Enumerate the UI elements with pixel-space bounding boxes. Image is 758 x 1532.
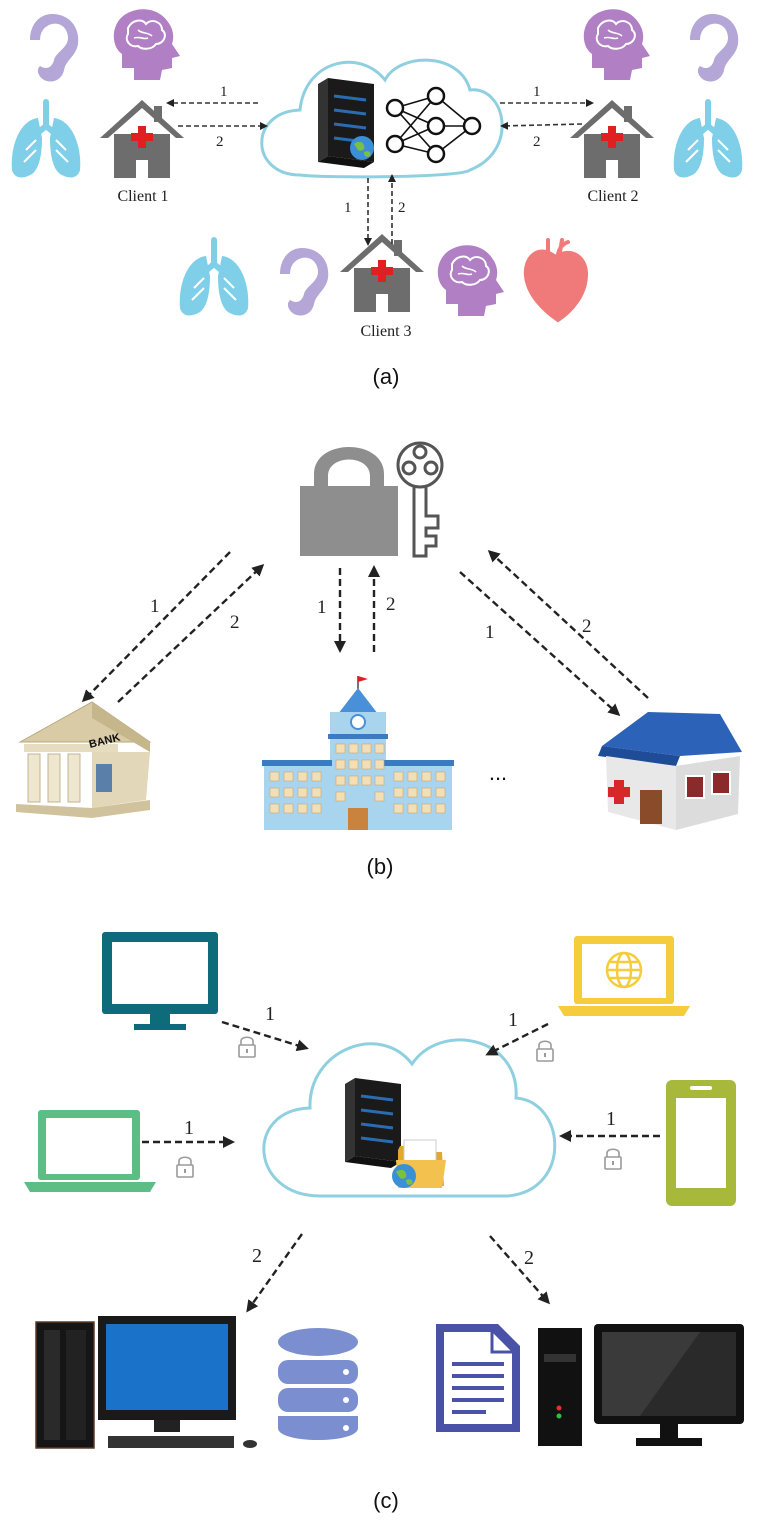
arrow-label: 2 xyxy=(398,200,406,216)
lock-icon xyxy=(604,1148,622,1170)
clinic-building-icon xyxy=(598,712,742,830)
arrow-label: 1 xyxy=(184,1117,194,1139)
globe-icon xyxy=(350,136,374,160)
ellipsis: ... xyxy=(489,760,507,785)
brain-icon xyxy=(112,8,181,81)
desktop-monitor-icon xyxy=(102,932,218,1030)
cloud-server-a xyxy=(260,58,504,179)
lung-icon xyxy=(180,240,249,315)
arrow-label: 1 xyxy=(317,597,327,618)
smartphone-icon xyxy=(666,1080,736,1206)
server-icon xyxy=(343,1076,403,1170)
ear-icon xyxy=(688,12,741,84)
hospital-house-icon xyxy=(340,234,424,312)
arrow-label: 1 xyxy=(508,1009,518,1031)
arrow-label: 1 xyxy=(220,84,228,100)
tower-pc-icon xyxy=(538,1328,582,1446)
arrow-label: 2 xyxy=(524,1247,534,1269)
client2-label: Client 2 xyxy=(587,188,638,205)
caption-a: (a) xyxy=(373,364,400,389)
hospital-house-icon xyxy=(570,100,654,178)
arrow-label: 2 xyxy=(252,1245,262,1267)
client1-label: Client 1 xyxy=(117,188,168,205)
arrow-label: 2 xyxy=(230,612,240,633)
arrow-label: 2 xyxy=(386,594,396,615)
flat-monitor-icon xyxy=(594,1324,744,1446)
cloud-server-c xyxy=(262,1038,557,1198)
bank-building-icon: BANK xyxy=(16,701,152,818)
arrow-label: 2 xyxy=(582,616,592,637)
arrow-label: 1 xyxy=(606,1108,616,1130)
arrow-label: 1 xyxy=(533,84,541,100)
arrow-label: 1 xyxy=(150,596,160,617)
caption-c: (c) xyxy=(373,1488,399,1513)
padlock-icon xyxy=(300,447,398,556)
arrow-1-from-laptop-globe xyxy=(485,1022,549,1056)
caption-b: (b) xyxy=(367,854,394,879)
laptop-globe-icon xyxy=(558,936,690,1016)
panel-c: 1 1 1 1 2 2 xyxy=(24,932,744,1513)
arrow-2-to-document-pc xyxy=(489,1235,550,1305)
lock-icon xyxy=(176,1156,194,1178)
panel-b: 1 2 1 2 1 2 BANK xyxy=(16,441,742,879)
globe-icon xyxy=(392,1164,416,1188)
arrow-2-to-computer-db xyxy=(246,1233,303,1313)
neural-network-icon xyxy=(385,86,482,164)
laptop-icon xyxy=(24,1110,156,1192)
ear-icon xyxy=(28,12,81,84)
arrow-label: 1 xyxy=(485,622,495,643)
brain-icon xyxy=(582,8,651,81)
key-icon xyxy=(396,441,444,558)
arrow-2-from-clinic xyxy=(487,549,649,699)
lock-icon xyxy=(238,1036,256,1058)
arrow-2-from-bank xyxy=(117,563,265,703)
arrow-label: 1 xyxy=(344,200,352,216)
arrow-1-to-bank xyxy=(81,551,231,703)
heart-icon xyxy=(523,238,588,322)
lung-icon xyxy=(12,102,81,177)
lock-icon xyxy=(536,1040,554,1062)
desktop-computer-icon xyxy=(35,1316,257,1449)
document-icon xyxy=(436,1324,520,1432)
arrow-label: 1 xyxy=(265,1003,275,1025)
school-building-icon xyxy=(262,676,454,830)
database-icon xyxy=(278,1328,358,1440)
lung-icon xyxy=(674,102,743,177)
arrow-1-from-monitor xyxy=(221,1020,309,1052)
ear-icon xyxy=(278,246,331,318)
arrow-2-from-client2 xyxy=(500,121,583,130)
panel-a: Client 1 Client 2 Client 3 1 2 1 2 1 xyxy=(12,8,743,389)
arrow-label: 2 xyxy=(216,134,224,150)
client3-label: Client 3 xyxy=(360,323,411,340)
brain-icon xyxy=(436,244,505,317)
hospital-house-icon xyxy=(100,100,184,178)
arrow-1-to-clinic xyxy=(459,571,621,717)
arrow-label: 2 xyxy=(533,134,541,150)
